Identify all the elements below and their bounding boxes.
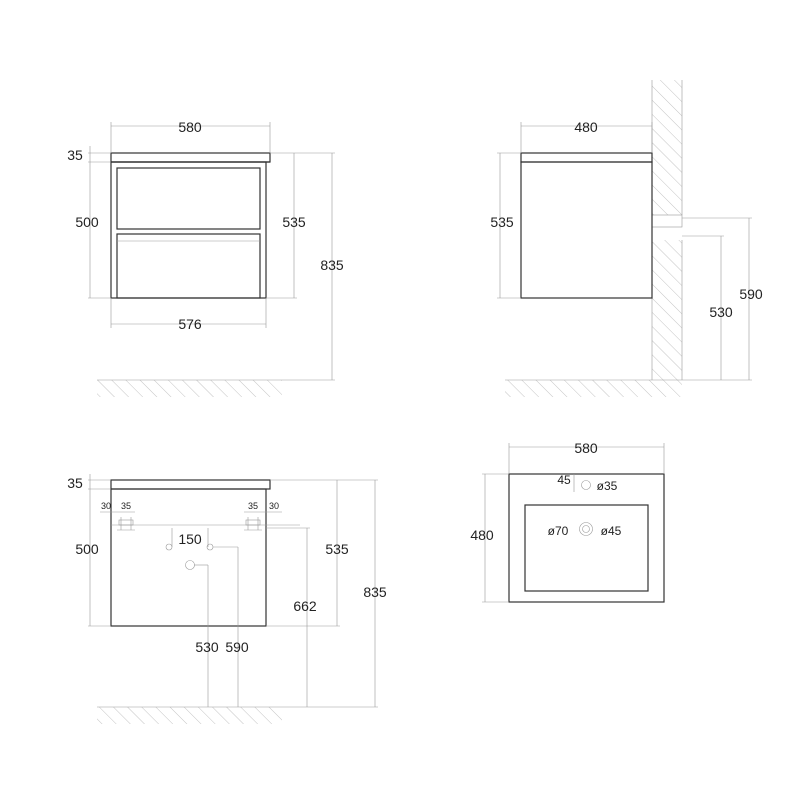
back-drain-hole-left [165, 543, 173, 551]
drain-hole-outer [579, 522, 593, 536]
back-total-height-label: 835 [363, 584, 387, 600]
front-floor-hatch [97, 380, 282, 397]
side-floor-hatch [505, 380, 682, 397]
side-wall-hatch-lower [652, 240, 682, 380]
basin-outline [508, 473, 665, 603]
back-body-height-label: 500 [75, 541, 99, 557]
front-inner-width-label: 576 [178, 316, 202, 332]
drain-hole-inner [582, 525, 590, 533]
top-width-label: 580 [574, 440, 598, 456]
side-wall-bracket [651, 214, 683, 228]
back-bracket-right-label: 35 [248, 501, 258, 511]
side-mount-height-530-label: 530 [709, 304, 733, 320]
drain-hole-label: ø70 [548, 524, 569, 538]
front-cabinet-body [110, 161, 267, 299]
back-bracket-left [117, 517, 135, 531]
front-view: 580 35 500 535 835 576 [67, 119, 344, 397]
front-countertop [110, 152, 271, 163]
front-width-label: 580 [178, 119, 202, 135]
side-countertop [520, 152, 653, 163]
back-side-height-label: 535 [325, 541, 349, 557]
top-view: 580 480 45 ø35 ø70 ø45 [470, 440, 665, 603]
back-bracket-left-label: 35 [121, 501, 131, 511]
back-edge-right-label: 30 [269, 501, 279, 511]
back-pipe-hole [185, 560, 195, 570]
side-view: 480 535 590 530 [490, 80, 763, 397]
front-top-thickness-label: 35 [67, 147, 83, 163]
side-wall-hatch-upper [652, 80, 682, 215]
side-depth-label: 480 [574, 119, 598, 135]
back-pipe-height-590-label: 590 [225, 639, 249, 655]
basin-bowl [524, 504, 649, 592]
front-drawer-top [116, 167, 261, 230]
back-drain-height-label: 662 [293, 598, 317, 614]
back-bracket-right [244, 517, 262, 531]
back-edge-left-label: 30 [101, 501, 111, 511]
side-height-label: 535 [490, 214, 514, 230]
overflow-hole-label: ø45 [601, 524, 622, 538]
back-cabinet-body [110, 488, 267, 627]
side-mount-height-590-label: 590 [739, 286, 763, 302]
back-top-thickness-label: 35 [67, 475, 83, 491]
top-depth-label: 480 [470, 527, 494, 543]
tap-hole-label: ø35 [597, 479, 618, 493]
front-body-height-label: 500 [75, 214, 99, 230]
back-floor-hatch [97, 707, 282, 724]
back-drain-spacing-label: 150 [178, 531, 202, 547]
front-drawer-bottom [116, 233, 261, 299]
back-view: 35 30 35 35 30 500 150 535 835 662 530 5… [67, 474, 387, 724]
tap-offset-label: 45 [557, 473, 571, 487]
back-countertop [110, 479, 271, 490]
front-total-height-label: 835 [320, 257, 344, 273]
front-side-height-label: 535 [282, 214, 306, 230]
side-cabinet-body [520, 161, 653, 299]
tap-hole [581, 480, 591, 490]
back-pipe-height-530-label: 530 [195, 639, 219, 655]
